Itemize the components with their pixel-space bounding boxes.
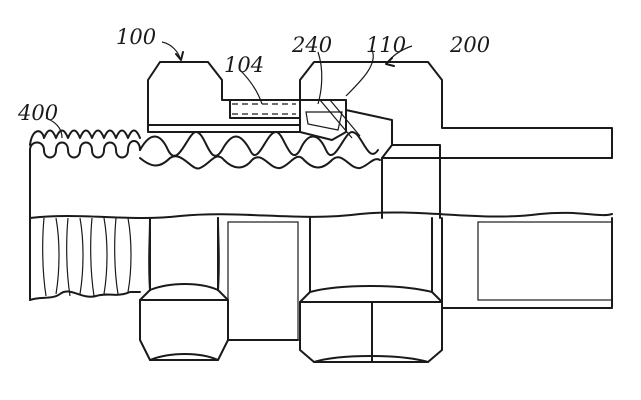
nut-100 <box>139 61 301 361</box>
ref-label-100: 100 <box>116 25 156 49</box>
leader-lines <box>45 41 413 139</box>
ref-label-200: 200 <box>449 33 490 57</box>
ref-label-110: 110 <box>366 33 406 57</box>
ref-label-104: 104 <box>224 53 264 77</box>
corrugated-tube <box>29 129 613 301</box>
ref-label-240: 240 <box>291 33 332 57</box>
body-200 <box>299 61 613 363</box>
thread-center <box>227 221 299 341</box>
ref-label-400: 400 <box>17 101 58 125</box>
reference-labels: 100 104 240 110 200 400 <box>17 25 490 125</box>
